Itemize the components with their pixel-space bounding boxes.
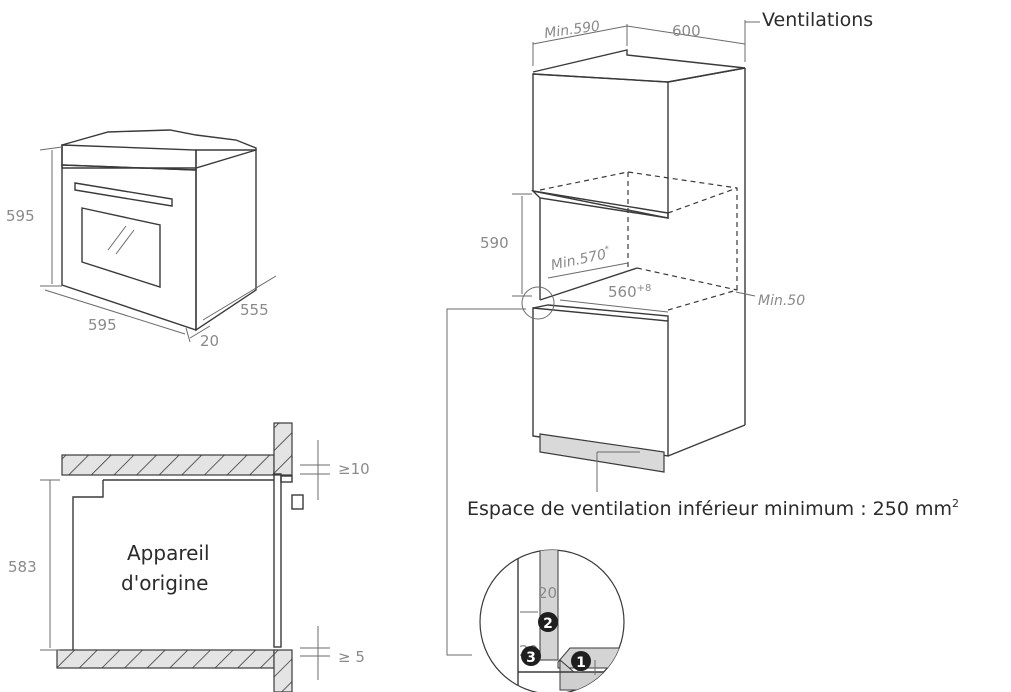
bottom-vent-label: Espace de ventilation inférieur minimum … <box>467 497 959 520</box>
oven-dimensions: 595 595 555 20 <box>6 146 277 350</box>
section-drawing: 583 ≥10 ≥ 5 Appareil d'origine <box>8 422 370 692</box>
niche-height-label: 590 <box>480 234 509 252</box>
niche-min-width-label: Min.570* <box>549 245 612 274</box>
niche-depth-label: 560+8 <box>608 283 651 301</box>
detail-view: 20 20 5 2 3 1 <box>479 549 625 692</box>
detail-dim-a: 20 <box>538 584 557 602</box>
oven-width-label: 595 <box>88 316 117 334</box>
min-rear-label: Min.50 <box>758 293 805 309</box>
cabinet-drawing <box>530 49 746 492</box>
detail-marker-2: 2 <box>538 612 558 632</box>
cabinet-min-width-label: Min.590 <box>543 18 601 42</box>
ventilations-label: Ventilations <box>762 9 873 31</box>
svg-text:3: 3 <box>526 650 536 666</box>
cabinet-dimensions: Min.590 600 Ventilations 590 Min.570* 56… <box>467 9 959 520</box>
top-gap-label: ≥10 <box>338 460 370 478</box>
detail-marker-3: 3 <box>521 646 541 666</box>
oven-front-offset-label: 20 <box>200 332 219 350</box>
svg-text:2: 2 <box>543 616 553 632</box>
appliance-label-line2: d'origine <box>121 571 208 595</box>
bottom-gap-label: ≥ 5 <box>338 648 365 666</box>
cabinet-depth-label: 600 <box>672 22 701 40</box>
detail-marker-1: 1 <box>571 651 591 671</box>
appliance-label-line1: Appareil <box>127 541 210 565</box>
section-height-label: 583 <box>8 558 37 576</box>
oven-height-label: 595 <box>6 207 35 225</box>
svg-text:1: 1 <box>576 655 586 671</box>
detail-leader <box>446 286 555 656</box>
oven-depth-label: 555 <box>240 301 269 319</box>
oven-drawing <box>61 129 257 332</box>
